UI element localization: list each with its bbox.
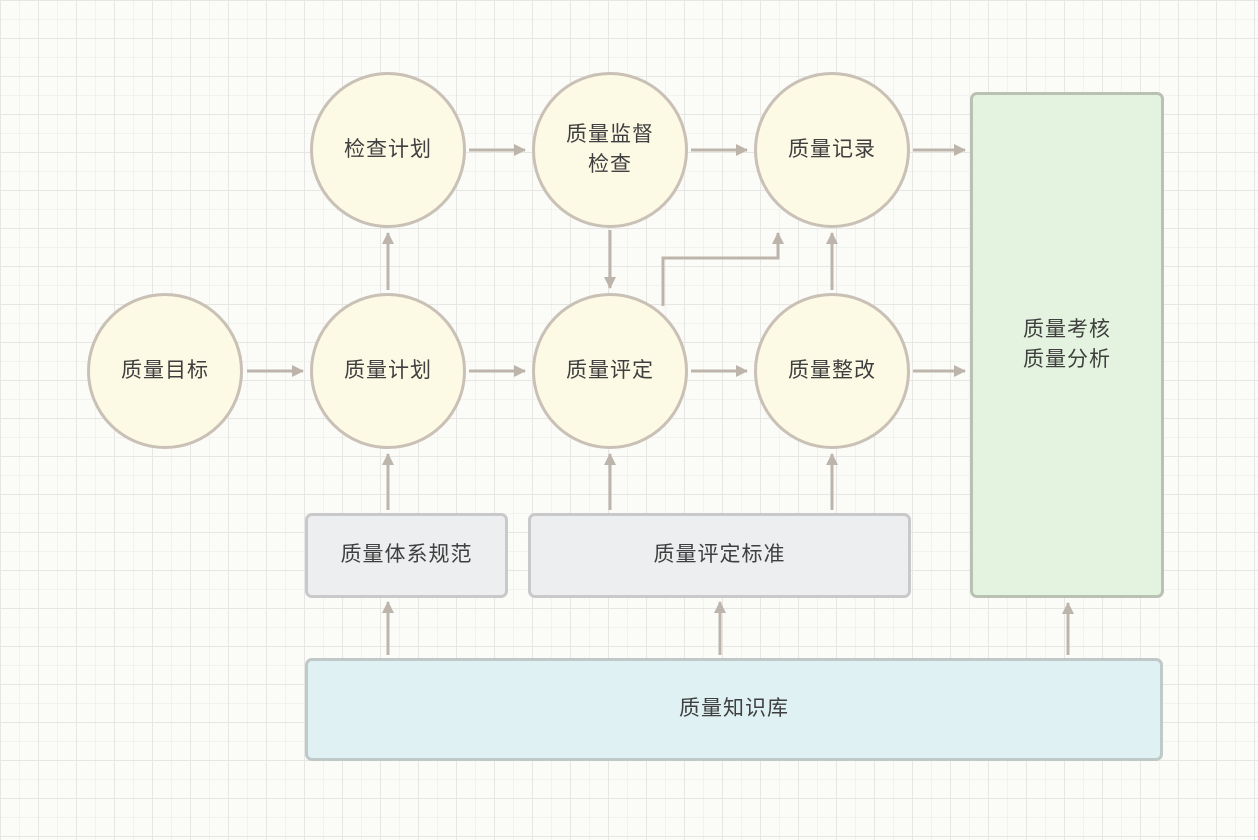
node-supervision-inspection[interactable]: 质量监督 检查 — [532, 72, 688, 228]
node-inspection-plan[interactable]: 检查计划 — [310, 72, 466, 228]
node-quality-goal[interactable]: 质量目标 — [87, 293, 243, 449]
node-quality-rectification[interactable]: 质量整改 — [754, 293, 910, 449]
node-knowledge-base[interactable]: 质量知识库 — [305, 658, 1163, 761]
node-quality-plan[interactable]: 质量计划 — [310, 293, 466, 449]
node-system-spec[interactable]: 质量体系规范 — [305, 513, 508, 598]
node-assessment-standard[interactable]: 质量评定标准 — [528, 513, 911, 598]
connector-quality-assessment-to-quality-record — [661, 232, 784, 306]
node-quality-assessment[interactable]: 质量评定 — [532, 293, 688, 449]
node-review-analysis[interactable]: 质量考核 质量分析 — [970, 92, 1164, 598]
node-quality-record[interactable]: 质量记录 — [754, 72, 910, 228]
